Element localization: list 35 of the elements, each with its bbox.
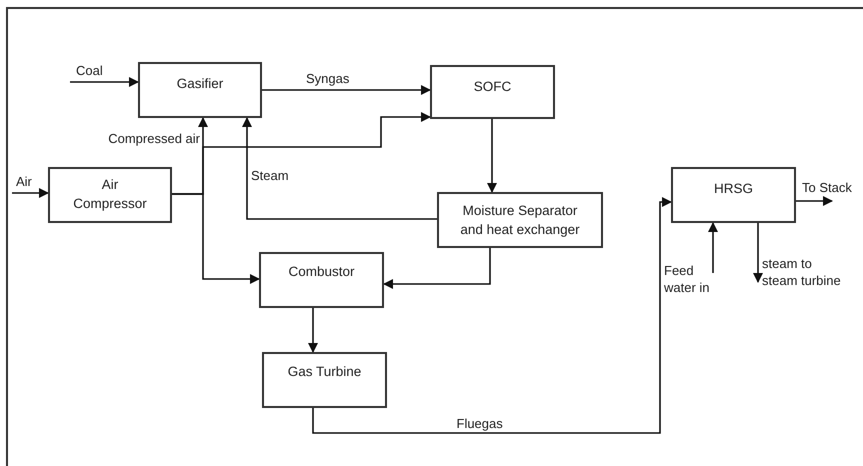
flow-arrow: [70, 77, 139, 87]
edge-label: steam to steam turbine: [762, 255, 842, 289]
process-box: [48, 167, 172, 223]
flow-arrow: [312, 197, 672, 434]
edge-label: To Stack: [802, 179, 853, 196]
edge-label: Steam: [251, 167, 290, 184]
box-label: SOFC: [474, 78, 512, 96]
edge-label: Compressed air: [107, 130, 200, 147]
process-box: [262, 352, 387, 408]
box-label: Gas Turbine: [288, 363, 362, 381]
flow-arrow: [242, 117, 437, 220]
box-label: Air Compressor: [72, 176, 148, 213]
process-box: [671, 167, 796, 223]
edge-label: Fluegas: [456, 415, 504, 432]
box-label: Moisture Separator and heat exchanger: [459, 202, 581, 239]
edge-label: Feed water in: [664, 262, 711, 296]
box-label: Combustor: [288, 263, 355, 281]
edge-label: Syngas: [306, 70, 350, 87]
box-label: Gasifier: [176, 75, 224, 93]
edge-label: Air: [16, 173, 33, 190]
process-box: [437, 192, 603, 248]
process-box: [259, 252, 384, 308]
process-box: [138, 62, 262, 118]
flow-arrow: [487, 119, 497, 193]
flow-arrow: [383, 248, 491, 289]
flow-arrow: [308, 308, 318, 353]
flow-arrow: [172, 193, 260, 284]
edge-label: Coal: [76, 62, 104, 79]
flow-arrow: [796, 196, 833, 206]
flow-arrow: [12, 188, 49, 198]
process-box: [430, 65, 555, 119]
flow-arrow: [708, 222, 718, 273]
box-label: HRSG: [714, 180, 753, 198]
flow-arrow: [753, 223, 763, 283]
flow-arrow: [262, 85, 431, 95]
